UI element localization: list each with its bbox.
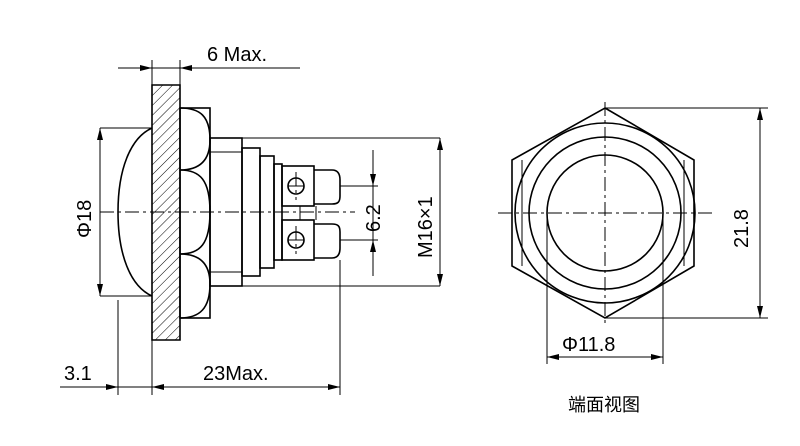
dim-bottom: 3.1 23Max. [60, 260, 341, 395]
end-view-caption: 端面视图 [568, 395, 640, 416]
dim-thread: M16×1 [415, 138, 443, 286]
terminal-lower [281, 219, 341, 261]
end-view: 21.8 Φ11.8 端面视图 [498, 102, 768, 416]
dim-across-corners: 21.8 [605, 107, 768, 319]
hex-nut [179, 107, 211, 319]
dim-thread-label: M16×1 [415, 196, 437, 258]
dim-cap-label: 3.1 [64, 363, 92, 385]
dim-pitch-label: 6.2 [363, 204, 385, 232]
side-view: 6 Max. Φ18 6.2 M16×1 [60, 44, 443, 395]
dim-thickness: 6 Max. [118, 44, 300, 85]
dim-diameter-label: Φ18 [74, 200, 96, 238]
dim-button-label: Φ11.8 [562, 334, 615, 356]
terminal-upper [281, 165, 341, 207]
dim-thickness-label: 6 Max. [207, 44, 267, 66]
dim-length-label: 23Max. [203, 363, 269, 385]
dim-diameter: Φ18 [74, 128, 103, 296]
dim-across-corners-label: 21.8 [731, 209, 753, 248]
dim-button: Φ11.8 [546, 213, 664, 364]
panel-section [151, 84, 181, 341]
dim-pitch: 6.2 [340, 150, 385, 276]
